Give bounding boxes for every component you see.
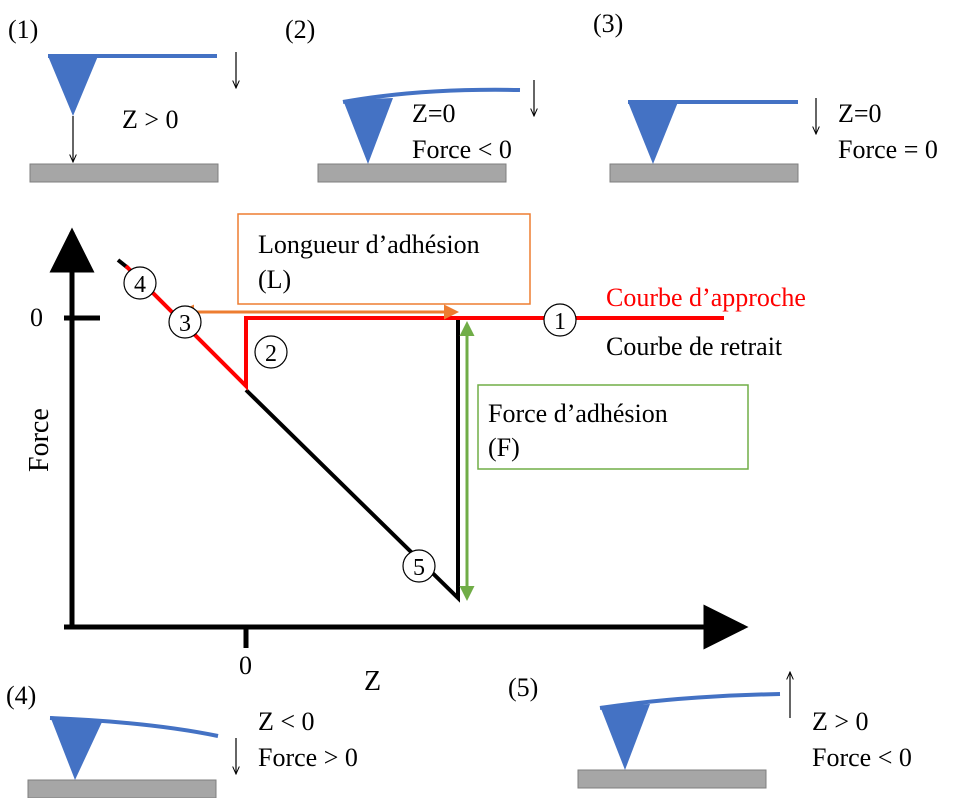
marker-3: 3	[168, 305, 202, 339]
x-zero-label: 0	[239, 651, 252, 680]
substrate	[27, 779, 217, 798]
marker-1: 1	[543, 303, 577, 337]
adhesion-force-title: Force d’adhésion	[488, 399, 668, 428]
marker-4: 4	[123, 266, 157, 300]
panel-4-z: Z < 0	[258, 707, 315, 736]
panel-4-id: (4)	[6, 681, 36, 710]
panel-3-force: Force = 0	[838, 135, 938, 164]
y-axis-label: Force	[24, 408, 55, 472]
panel-2: (2) Z=0 Force < 0	[285, 15, 534, 183]
adhesion-force-box	[477, 384, 749, 470]
marker-2-label: 2	[265, 341, 277, 367]
substrate	[317, 163, 507, 183]
cantilever-bent-down	[342, 87, 521, 104]
adhesion-length-box	[237, 213, 531, 305]
panel-3-z: Z=0	[838, 99, 882, 128]
panel-2-id: (2)	[285, 15, 315, 44]
marker-4-label: 4	[134, 272, 146, 298]
x-axis-label: Z	[364, 666, 381, 697]
y-zero-label: 0	[30, 303, 43, 332]
marker-5: 5	[402, 549, 436, 583]
panel-3-id: (3)	[593, 9, 623, 38]
panel-5: (5) Z > 0 Force < 0	[508, 672, 912, 789]
adhesion-force-symbol: (F)	[488, 433, 520, 462]
substrate	[29, 163, 219, 183]
panel-5-id: (5)	[508, 673, 538, 702]
panel-5-z: Z > 0	[812, 707, 869, 736]
panel-1: (1) Z > 0	[8, 15, 236, 183]
panel-2-z: Z=0	[412, 99, 456, 128]
panel-4-force: Force > 0	[258, 743, 358, 772]
afm-tip	[50, 716, 102, 780]
retract-curve	[244, 320, 460, 603]
panel-5-force: Force < 0	[812, 743, 912, 772]
panel-1-z: Z > 0	[122, 105, 179, 134]
afm-tip	[628, 102, 678, 164]
marker-2: 2	[254, 335, 288, 369]
panel-1-id: (1)	[8, 15, 38, 44]
force-curve-graph: 0 0 Z Force Longueur d’adhésion (L) Forc…	[24, 213, 806, 697]
marker-3-label: 3	[179, 311, 191, 337]
substrate	[609, 163, 799, 183]
marker-1-label: 1	[554, 309, 566, 335]
panel-2-force: Force < 0	[412, 135, 512, 164]
adhesion-length-symbol: (L)	[258, 265, 291, 294]
panel-3: (3) Z=0 Force = 0	[593, 9, 938, 183]
marker-5-label: 5	[413, 555, 425, 581]
afm-tip	[343, 98, 393, 164]
panel-4: (4) Z < 0 Force > 0	[6, 681, 358, 798]
afm-tip	[48, 56, 98, 116]
substrate	[577, 769, 767, 789]
afm-tip	[600, 704, 650, 770]
retract-curve-label: Courbe de retrait	[606, 332, 783, 361]
approach-curve-label: Courbe d’approche	[606, 283, 806, 312]
adhesion-length-title: Longueur d’adhésion	[258, 230, 480, 259]
